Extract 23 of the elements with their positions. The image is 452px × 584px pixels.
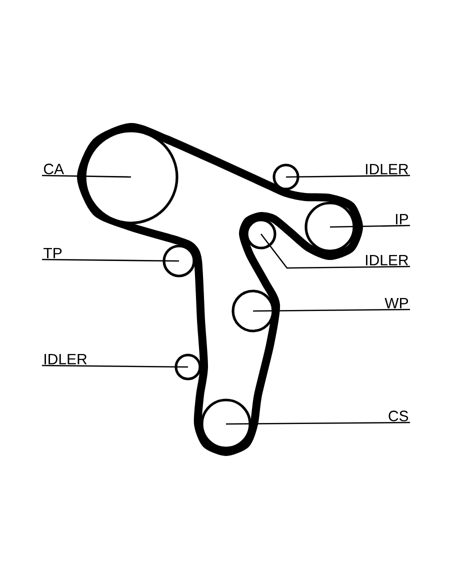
part-label: IDLER (44, 354, 87, 364)
pulley (174, 354, 202, 380)
part-label: TP (44, 248, 62, 258)
pulley (84, 130, 178, 224)
pulley (162, 244, 196, 278)
leader-line (260, 234, 410, 269)
pulley (200, 398, 252, 450)
part-label: CA (44, 164, 64, 174)
part-label: IDLER (366, 254, 408, 266)
pulley (272, 164, 300, 190)
leader-line (42, 364, 188, 368)
leader-line (42, 258, 179, 262)
part-label: IP (396, 214, 408, 224)
leader-line (42, 174, 131, 178)
part-label: WP (384, 298, 408, 308)
pulley (304, 202, 356, 252)
leader-line (226, 422, 410, 425)
pulley (232, 290, 274, 332)
leader-line (330, 224, 410, 228)
part-label: IDLER (366, 164, 408, 174)
part-label: CS (388, 410, 408, 422)
leader-line (286, 174, 410, 178)
leader-line (252, 308, 410, 312)
